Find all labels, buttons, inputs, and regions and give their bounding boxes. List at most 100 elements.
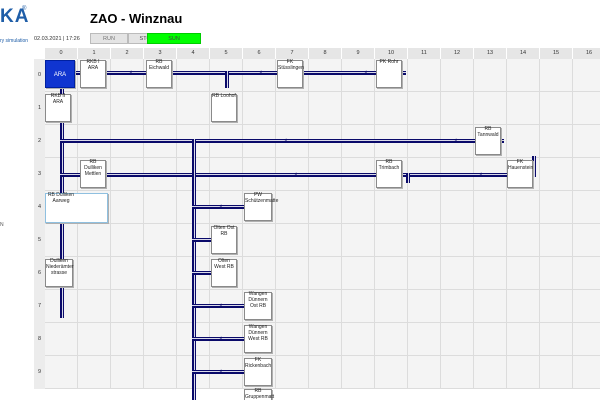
grid-cell[interactable] [276, 191, 309, 224]
grid-cell[interactable] [111, 290, 144, 323]
grid-cell[interactable] [573, 191, 600, 224]
grid-cell[interactable] [375, 191, 408, 224]
grid-cell[interactable] [342, 257, 375, 290]
grid-cell[interactable] [111, 191, 144, 224]
grid-cell[interactable] [144, 191, 177, 224]
grid-cell[interactable] [441, 92, 474, 125]
node-wangen-dunnern-ost[interactable]: Wangen Dünnern Ost RB [244, 291, 272, 320]
node-rb-eichwald[interactable]: RB Eichwald [146, 59, 172, 88]
node-dulliken-niederamter[interactable]: Dulliken Niederämter strasse [45, 258, 74, 287]
grid-cell[interactable] [243, 224, 276, 257]
grid-cell[interactable] [507, 191, 540, 224]
grid-cell[interactable] [243, 257, 276, 290]
grid-cell[interactable] [342, 191, 375, 224]
node-olten-west-rb[interactable]: Olten West RB [211, 258, 237, 287]
grid-cell[interactable] [342, 290, 375, 323]
grid-cell[interactable] [375, 323, 408, 356]
grid-cell[interactable] [573, 125, 600, 158]
grid-cell[interactable] [276, 356, 309, 389]
grid-cell[interactable] [276, 224, 309, 257]
grid-cell[interactable] [111, 59, 144, 92]
grid-cell[interactable] [144, 224, 177, 257]
grid-cell[interactable] [276, 257, 309, 290]
grid-cell[interactable] [78, 290, 111, 323]
grid-cell[interactable] [441, 356, 474, 389]
grid-cell[interactable] [309, 191, 342, 224]
grid-cell[interactable] [342, 92, 375, 125]
grid-cell[interactable] [573, 290, 600, 323]
grid-cell[interactable] [111, 257, 144, 290]
grid-cell[interactable] [573, 356, 600, 389]
grid-cell[interactable] [342, 323, 375, 356]
grid-cell[interactable] [540, 191, 573, 224]
grid-cell[interactable] [474, 224, 507, 257]
grid-cell[interactable] [309, 59, 342, 92]
grid-cell[interactable] [78, 92, 111, 125]
grid-cell[interactable] [144, 257, 177, 290]
grid-cell[interactable] [474, 356, 507, 389]
node-rkb2-ara[interactable]: RKB II ARA [45, 93, 71, 122]
node-rb-loohof[interactable]: RB Loohof [211, 93, 237, 122]
grid-cell[interactable] [276, 323, 309, 356]
grid-cell[interactable] [540, 290, 573, 323]
grid-cell[interactable] [45, 356, 78, 389]
grid-cell[interactable] [540, 257, 573, 290]
node-fk-rickenbach[interactable]: FK Rickenbach [244, 357, 272, 386]
grid-cell[interactable] [540, 125, 573, 158]
node-rb-trimbach[interactable]: RB Trimbach [376, 159, 402, 188]
grid-cell[interactable] [573, 158, 600, 191]
grid-cell[interactable] [375, 224, 408, 257]
grid-cell[interactable] [408, 323, 441, 356]
grid-cell[interactable] [441, 257, 474, 290]
grid-cell[interactable] [111, 323, 144, 356]
grid-cell[interactable] [408, 356, 441, 389]
node-rb-tannwald[interactable]: RB Tannwald [475, 126, 501, 155]
grid-cell[interactable] [441, 224, 474, 257]
grid-cell[interactable] [177, 92, 210, 125]
grid-cell[interactable] [243, 92, 276, 125]
node-fk-stusslingen[interactable]: FK Stüsslingen [277, 59, 304, 88]
grid-cell[interactable] [540, 59, 573, 92]
node-fk-hauenstein[interactable]: FK Hauenstein [507, 159, 533, 188]
grid-cell[interactable] [474, 59, 507, 92]
grid-cell[interactable] [408, 224, 441, 257]
node-pw-schutzenmatte[interactable]: PW Schützenmatte [244, 192, 278, 221]
grid-cell[interactable] [540, 356, 573, 389]
grid-cell[interactable] [408, 191, 441, 224]
grid-cell[interactable] [144, 92, 177, 125]
grid-cell[interactable] [375, 257, 408, 290]
grid-cell[interactable] [78, 224, 111, 257]
node-wangen-dunnern-west[interactable]: Wangen Dünnern West RB [244, 324, 272, 353]
grid-cell[interactable] [342, 59, 375, 92]
grid-cell[interactable] [78, 323, 111, 356]
grid-cell[interactable] [309, 224, 342, 257]
grid-cell[interactable] [507, 323, 540, 356]
grid-cell[interactable] [408, 257, 441, 290]
grid-cell[interactable] [573, 224, 600, 257]
grid-cell[interactable] [507, 125, 540, 158]
grid-cell[interactable] [144, 356, 177, 389]
grid-cell[interactable] [309, 257, 342, 290]
grid-cell[interactable] [573, 59, 600, 92]
sun-button[interactable]: SUN [147, 33, 201, 44]
grid-cell[interactable] [507, 290, 540, 323]
grid-cell[interactable] [507, 257, 540, 290]
node-olten-ost-rb[interactable]: Olten Ost RB [211, 225, 237, 254]
grid-cell[interactable] [243, 59, 276, 92]
grid-cell[interactable] [276, 92, 309, 125]
grid-cell[interactable] [474, 323, 507, 356]
grid-cell[interactable] [144, 290, 177, 323]
node-rb-dulliken-aarweg[interactable]: RB Dulliken Aarweg [45, 192, 108, 223]
grid-cell[interactable] [375, 356, 408, 389]
grid-cell[interactable] [111, 92, 144, 125]
node-pk-rohr[interactable]: PK Rohr [376, 59, 402, 88]
grid-cell[interactable] [144, 323, 177, 356]
grid-cell[interactable] [309, 92, 342, 125]
grid-cell[interactable] [111, 224, 144, 257]
grid-cell[interactable] [78, 356, 111, 389]
grid-cell[interactable] [540, 92, 573, 125]
grid-cell[interactable] [474, 257, 507, 290]
grid-cell[interactable] [441, 59, 474, 92]
grid-cell[interactable] [441, 290, 474, 323]
grid-cell[interactable] [507, 92, 540, 125]
